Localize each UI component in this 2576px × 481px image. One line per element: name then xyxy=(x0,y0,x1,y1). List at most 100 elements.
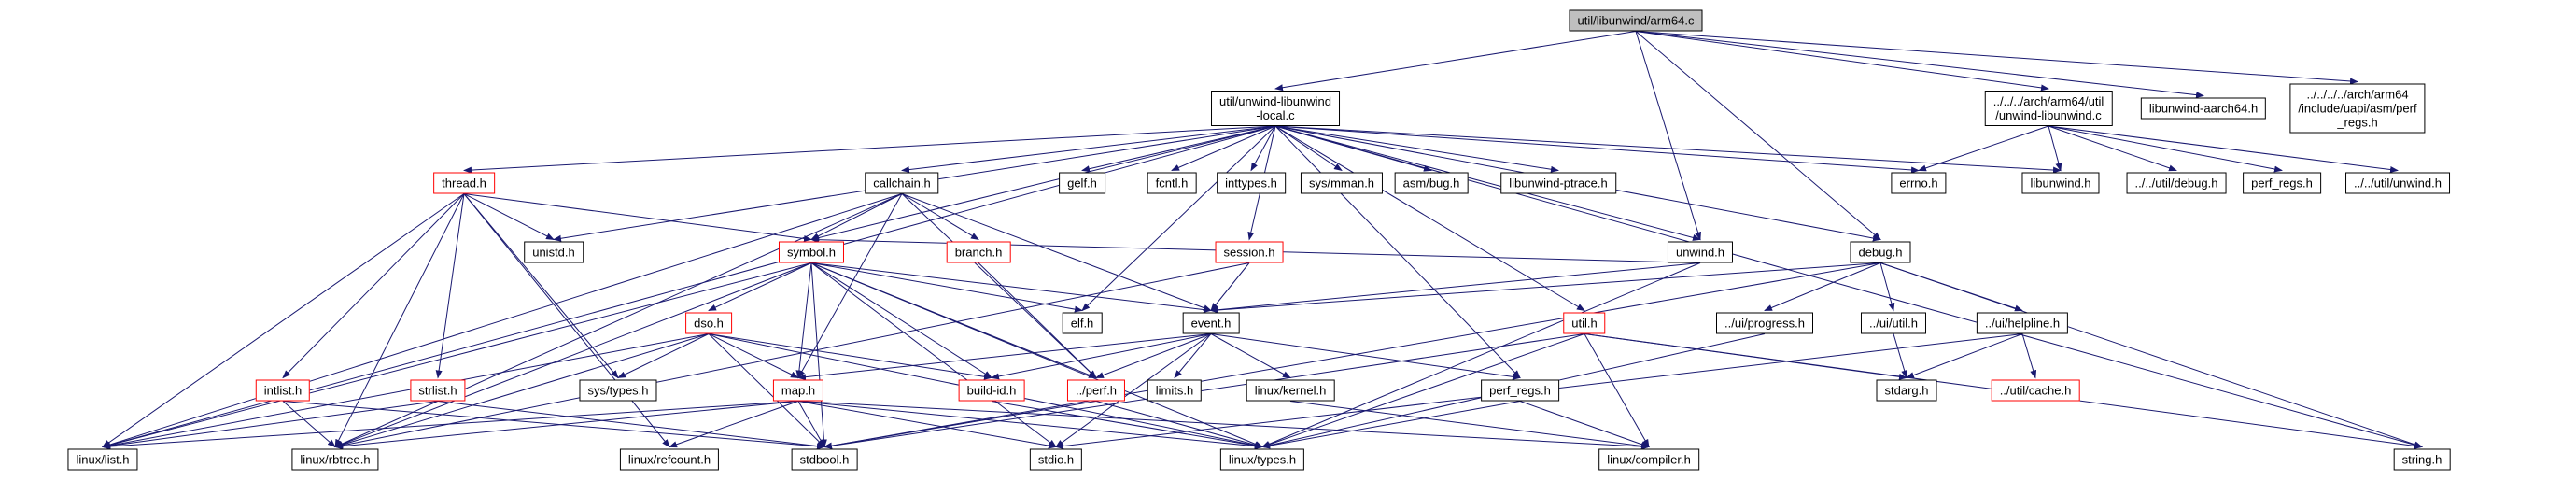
graph-node-systypes[interactable]: sys/types.h xyxy=(579,379,657,402)
include-edge-perfh-types xyxy=(1095,401,1263,448)
graph-node-local_c[interactable]: util/unwind-libunwind -local.c xyxy=(1211,91,1340,126)
include-edge-callchain-map xyxy=(797,193,903,379)
graph-node-libunwind[interactable]: libunwind.h xyxy=(2021,172,2100,194)
include-edge-uihelpline-cache xyxy=(2021,333,2037,379)
include-edge-local_c-thread xyxy=(463,125,1276,174)
graph-node-fcntl[interactable]: fcntl.h xyxy=(1147,172,1197,194)
graph-node-map[interactable]: map.h xyxy=(772,379,824,402)
include-edge-arch_c-uudebug xyxy=(2048,125,2177,172)
include-edge-util-stdbool xyxy=(823,333,1585,449)
graph-node-asmbug[interactable]: asm/bug.h xyxy=(1394,172,1469,194)
include-edge-local_c-util xyxy=(1274,125,1585,312)
graph-node-mman[interactable]: sys/mman.h xyxy=(1300,172,1384,194)
graph-node-util[interactable]: util.h xyxy=(1563,312,1606,334)
graph-node-limits[interactable]: limits.h xyxy=(1147,379,1203,402)
graph-node-cache[interactable]: ../util/cache.h xyxy=(1991,379,2080,402)
graph-node-types[interactable]: linux/types.h xyxy=(1219,448,1305,471)
include-edge-map-list xyxy=(102,401,799,450)
graph-node-perfregs_u[interactable]: perf_regs.h xyxy=(1481,379,1559,402)
graph-node-callchain[interactable]: callchain.h xyxy=(865,172,939,194)
graph-node-unistd[interactable]: unistd.h xyxy=(524,241,584,263)
include-edge-unwind-event xyxy=(1210,262,1701,314)
graph-node-uiutil[interactable]: ../ui/util.h xyxy=(1860,312,1927,334)
graph-node-perfregs_a[interactable]: perf_regs.h xyxy=(2243,172,2321,194)
include-edge-dso-map xyxy=(708,333,799,378)
graph-node-unwind[interactable]: unwind.h xyxy=(1667,241,1734,263)
graph-node-dso[interactable]: dso.h xyxy=(685,312,732,334)
graph-node-elf[interactable]: elf.h xyxy=(1062,312,1103,334)
graph-node-string[interactable]: string.h xyxy=(2393,448,2451,471)
include-edge-arm64_c-uapi_regs xyxy=(1635,31,2358,85)
include-edge-util-compiler xyxy=(1584,333,1650,448)
include-edge-event-perfregs_u xyxy=(1210,333,1521,380)
include-edge-callchain-symbol xyxy=(810,193,903,240)
graph-node-uuunwind[interactable]: ../../util/unwind.h xyxy=(2345,172,2450,194)
include-edge-thread-strlist xyxy=(435,193,465,379)
graph-node-inttypes[interactable]: inttypes.h xyxy=(1217,172,1286,194)
graph-node-refcount[interactable]: linux/refcount.h xyxy=(619,448,720,471)
include-edge-buildid-types xyxy=(991,401,1263,449)
include-edge-local_c-inttypes xyxy=(1250,125,1276,172)
graph-node-errno[interactable]: errno.h xyxy=(1891,172,1947,194)
include-edge-thread-symbol xyxy=(463,193,812,242)
include-edge-debug-uihelpline xyxy=(1879,262,2023,312)
include-edge-arm64_c-unwind xyxy=(1635,31,1701,241)
graph-node-stdio[interactable]: stdio.h xyxy=(1029,448,1083,471)
include-edge-local_c-callchain xyxy=(901,125,1276,174)
include-edge-perfregs_u-compiler xyxy=(1519,401,1650,448)
graph-node-thread[interactable]: thread.h xyxy=(433,172,495,194)
graph-node-session[interactable]: session.h xyxy=(1215,241,1284,263)
graph-node-symbol[interactable]: symbol.h xyxy=(778,241,845,263)
graph-node-stdarg[interactable]: stdarg.h xyxy=(1876,379,1937,402)
graph-node-stdbool[interactable]: stdbool.h xyxy=(791,448,858,471)
graph-node-intlist[interactable]: intlist.h xyxy=(255,379,311,402)
include-edge-thread-list xyxy=(102,193,465,448)
graph-node-compiler[interactable]: linux/compiler.h xyxy=(1598,448,1699,471)
include-edge-local_c-perfregs_u xyxy=(1274,125,1521,379)
include-edge-callchain-list xyxy=(102,193,903,448)
include-edge-symbol-dso xyxy=(708,262,812,311)
graph-node-gelf[interactable]: gelf.h xyxy=(1059,172,1105,194)
graph-node-luptrace[interactable]: libunwind-ptrace.h xyxy=(1500,172,1616,194)
include-edge-arch_c-errno xyxy=(1918,125,2049,172)
include-edge-symbol-types xyxy=(810,262,1263,447)
include-edge-debug-stdbool xyxy=(823,262,1881,449)
include-edge-arm64_c-arch_c xyxy=(1635,31,2049,92)
include-edge-session-event xyxy=(1210,262,1250,312)
include-edge-callchain-perfh xyxy=(901,193,1097,379)
include-edge-perfh-stdbool xyxy=(823,401,1097,449)
graph-node-uihelpline[interactable]: ../ui/helpline.h xyxy=(1976,312,2069,334)
include-edge-symbol-map xyxy=(795,262,812,379)
include-edge-debug-uiprogress xyxy=(1764,262,1881,311)
include-edge-arm64_c-debug xyxy=(1635,31,1881,241)
include-edge-map-refcount xyxy=(669,401,799,448)
include-edge-event-kernel xyxy=(1210,333,1291,378)
include-edge-unwind-types xyxy=(1261,262,1701,447)
include-edge-kernel-compiler xyxy=(1289,401,1650,449)
graph-node-arch_c[interactable]: ../../../arch/arm64/util /unwind-libunwi… xyxy=(1984,91,2113,126)
graph-node-buildid[interactable]: build-id.h xyxy=(958,379,1025,402)
graph-node-arm64_c[interactable]: util/libunwind/arm64.c xyxy=(1569,9,1703,32)
include-edge-thread-unistd xyxy=(463,193,555,240)
graph-node-rbtree[interactable]: linux/rbtree.h xyxy=(291,448,379,471)
graph-node-debug[interactable]: debug.h xyxy=(1850,241,1911,263)
graph-node-event[interactable]: event.h xyxy=(1182,312,1240,334)
graph-node-strlist[interactable]: strlist.h xyxy=(410,379,466,402)
graph-node-perfh[interactable]: ../perf.h xyxy=(1066,379,1126,402)
graph-node-uapi_regs[interactable]: ../../../../arch/arm64 /include/uapi/asm… xyxy=(2289,83,2426,134)
graph-node-uudebug[interactable]: ../../util/debug.h xyxy=(2126,172,2227,194)
include-edge-arch_c-perfregs_a xyxy=(2048,125,2283,173)
include-edge-symbol-perfh xyxy=(810,262,1097,378)
include-edge-callchain-branch xyxy=(901,193,979,241)
graph-node-list[interactable]: linux/list.h xyxy=(67,448,138,471)
include-edge-local_c-mman xyxy=(1274,125,1343,172)
graph-node-aarch64_h[interactable]: libunwind-aarch64.h xyxy=(2140,97,2267,120)
graph-node-kernel[interactable]: linux/kernel.h xyxy=(1246,379,1335,402)
graph-node-uiprogress[interactable]: ../ui/progress.h xyxy=(1716,312,1813,334)
include-edge-symbol-rbtree xyxy=(334,262,812,447)
include-edge-debug-uiutil xyxy=(1879,262,1895,312)
graph-node-branch[interactable]: branch.h xyxy=(946,241,1011,263)
include-edge-local_c-fcntl xyxy=(1171,125,1276,171)
include-edge-intlist-rbtree xyxy=(282,401,336,448)
